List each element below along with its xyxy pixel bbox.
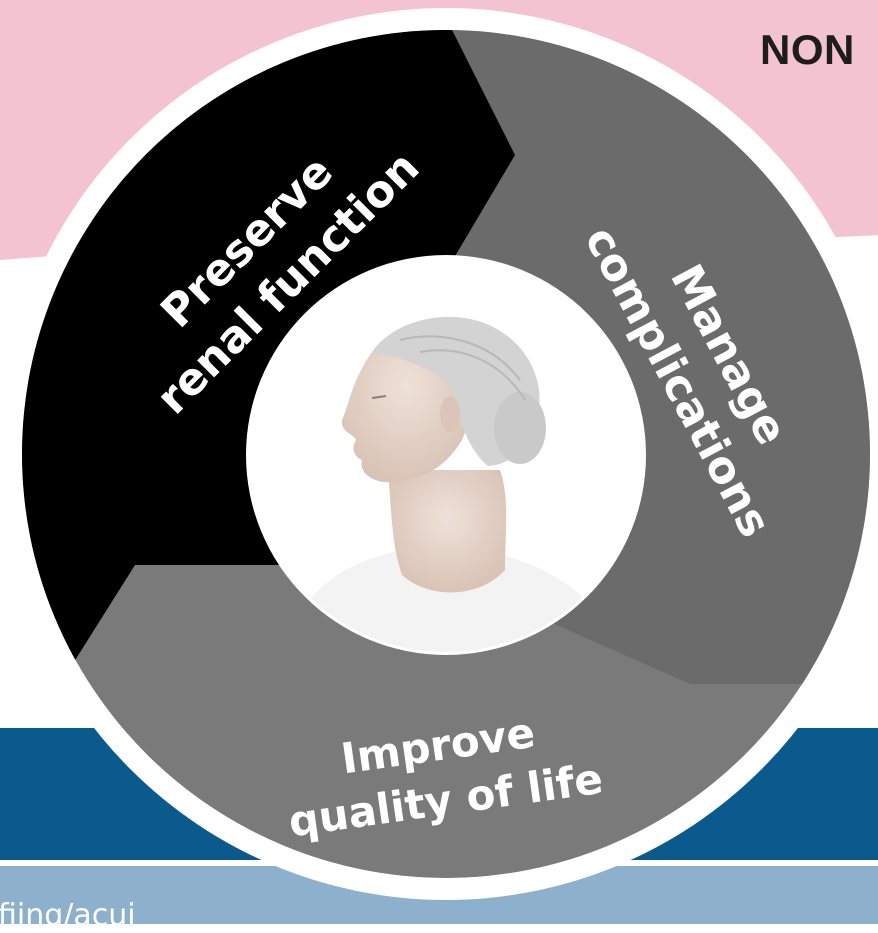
header-title: NON	[760, 26, 855, 73]
bottom-caption: fiing/acui	[0, 898, 136, 933]
segment-preserve-renal-function[interactable]	[0, 0, 515, 700]
center-portrait	[246, 255, 646, 655]
